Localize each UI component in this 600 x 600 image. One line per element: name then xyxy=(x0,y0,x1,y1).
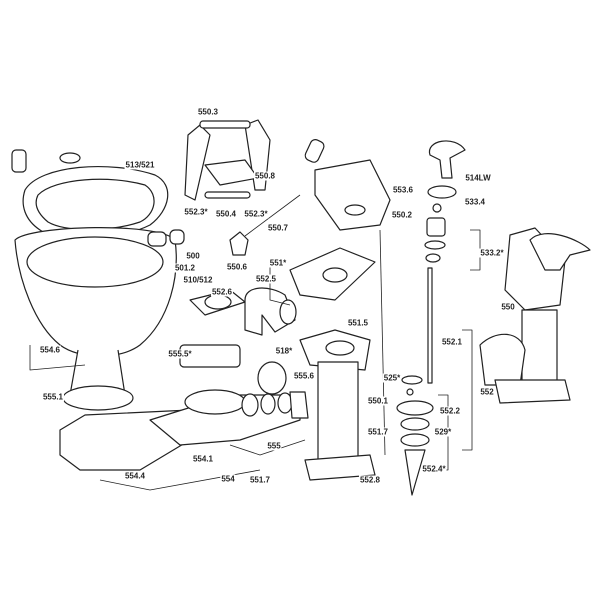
part-label-551-7b: 551.7 xyxy=(248,475,272,485)
part-label-533-2: 533.2* xyxy=(479,248,505,258)
part-label-525: 525* xyxy=(382,373,402,383)
part-label-550-2: 550.2 xyxy=(390,210,414,220)
part-label-552-4: 552.4* xyxy=(421,464,447,474)
part-label-552-3b: 552.3* xyxy=(243,209,269,219)
part-label-554: 554 xyxy=(220,474,236,484)
part-label-533-4: 533.4 xyxy=(463,197,487,207)
part-label-550: 550 xyxy=(500,302,516,312)
part-label-550-6: 550.6 xyxy=(225,262,249,272)
part-552-5 xyxy=(244,287,296,336)
part-label-550-3: 550.3 xyxy=(196,107,220,117)
part-label-501-2: 501.2 xyxy=(173,263,197,273)
part-label-553-6: 553.6 xyxy=(391,185,415,195)
toilet-seat-lid xyxy=(11,149,169,240)
part-label-552-2: 552.2 xyxy=(438,406,462,416)
part-518 xyxy=(257,361,287,395)
part-label-551-7a: 551.7 xyxy=(366,427,390,437)
part-label-555-6: 555.6 xyxy=(292,371,316,381)
part-label-554-1: 554.1 xyxy=(191,454,215,464)
part-label-552-6: 552.6 xyxy=(210,287,234,297)
part-label-555-5: 555.5* xyxy=(167,349,193,359)
part-label-554-6: 554.6 xyxy=(38,345,62,355)
part-label-552-8: 552.8 xyxy=(358,475,382,485)
part-label-552: 552 xyxy=(479,387,495,397)
part-label-510-512: 510/512 xyxy=(182,275,214,285)
part-label-552-3a: 552.3* xyxy=(183,207,209,217)
part-label-552-5: 552.5 xyxy=(254,274,278,284)
part-555-1 xyxy=(62,385,134,411)
part-label-529: 529* xyxy=(433,427,453,437)
part-label-550-4: 550.4 xyxy=(214,209,238,219)
part-label-550-7: 550.7 xyxy=(266,223,290,233)
part-label-552-1: 552.1 xyxy=(440,337,464,347)
toilet-bowl xyxy=(14,227,177,396)
part-label-514lw: 514LW xyxy=(464,173,492,183)
part-label-500: 500 xyxy=(185,251,201,261)
part-label-554-4: 554.4 xyxy=(123,471,147,481)
part-label-551-5: 551.5 xyxy=(346,318,370,328)
part-550-2 xyxy=(314,159,391,231)
part-label-555: 555 xyxy=(266,441,282,451)
part-label-513-521: 513/521 xyxy=(124,160,156,170)
part-550-6 xyxy=(229,231,249,256)
pump-column xyxy=(299,329,376,481)
pump-rod-assembly xyxy=(396,140,466,496)
part-label-518: 518* xyxy=(274,346,294,356)
part-label-551: 551* xyxy=(268,258,288,268)
assembled-pump xyxy=(479,227,591,404)
part-label-555-1: 555.1 xyxy=(41,392,65,402)
part-label-550-1: 550.1 xyxy=(366,396,390,406)
pump-handle xyxy=(184,119,271,201)
leader-lines xyxy=(29,194,481,491)
part-label-550-8: 550.8 xyxy=(253,171,277,181)
